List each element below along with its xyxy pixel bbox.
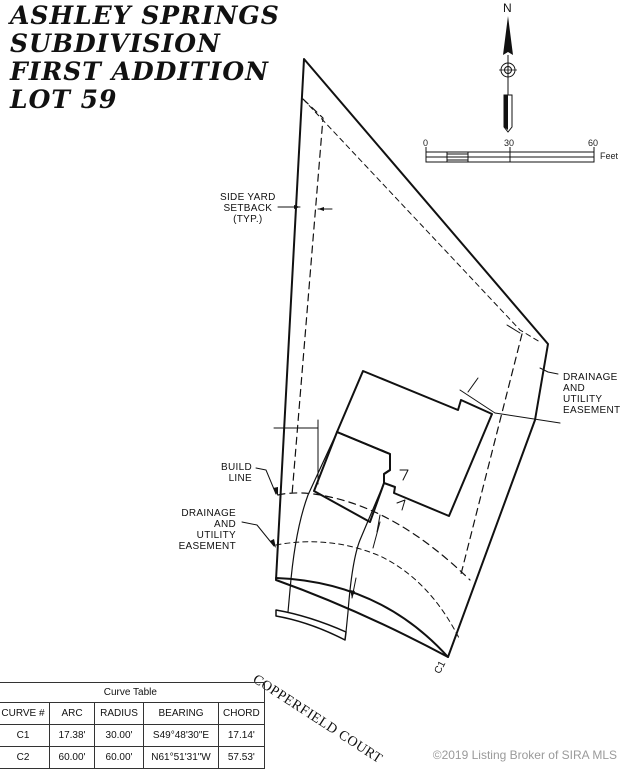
cell: 17.14'	[218, 724, 265, 747]
scale-bar	[425, 147, 595, 163]
curve-table-caption: Curve Table	[0, 682, 265, 703]
label-line: DRAINAGE	[563, 372, 618, 383]
title-line-1: ASHLEY SPRINGS	[10, 1, 280, 30]
house-main	[336, 370, 493, 517]
col-curve: CURVE #	[0, 702, 50, 725]
label-line: LINE	[228, 473, 252, 484]
table-row: C1 17.38' 30.00' S49°48'30"E 17.14'	[0, 724, 265, 747]
title-line-3: FIRST ADDITION	[10, 57, 269, 86]
label-line: EASEMENT	[563, 405, 621, 416]
cell: 60.00'	[49, 746, 95, 769]
driveway-apron	[275, 609, 347, 641]
label-line: BUILD	[221, 462, 252, 473]
scale-tick-0: 0	[423, 138, 429, 148]
curve-table: Curve Table CURVE # ARC RADIUS BEARING C…	[0, 682, 265, 769]
driveway-left	[287, 431, 338, 613]
label-line: AND	[563, 383, 586, 394]
side-yard-setback-label: SIDE YARD SETBACK (TYP.)	[220, 192, 276, 225]
cell: C1	[0, 724, 50, 747]
front-easement-line	[275, 541, 461, 641]
label-line: UTILITY	[563, 394, 603, 405]
cell: 60.00'	[94, 746, 144, 769]
table-row: C2 60.00' 60.00' N61°51'31"W 57.53'	[0, 746, 265, 769]
label-line: SETBACK	[223, 203, 273, 214]
label-line: SIDE YARD	[220, 192, 276, 203]
cell: 30.00'	[94, 724, 144, 747]
scale-tick-30: 30	[504, 138, 515, 148]
cell: N61°51'31"W	[143, 746, 219, 769]
driveway-right	[345, 482, 385, 633]
front-property-arc	[275, 577, 449, 658]
cell: 17.38'	[49, 724, 95, 747]
scale-unit: Feet	[600, 151, 619, 161]
house-garage	[313, 431, 391, 523]
scale-tick-60: 60	[588, 138, 599, 148]
col-arc: ARC	[49, 702, 95, 725]
plat-title: ASHLEY SPRINGS SUBDIVISION FIRST ADDITIO…	[10, 2, 280, 114]
drainage-easement-right-label: DRAINAGE AND UTILITY EASEMENT	[563, 372, 620, 416]
setback-line	[291, 98, 324, 496]
copyright-watermark: ©2019 Listing Broker of SIRA MLS	[432, 748, 617, 762]
label-line: DRAINAGE	[181, 508, 236, 519]
drainage-easement-left-label: DRAINAGE AND UTILITY EASEMENT	[176, 508, 236, 552]
title-line-2: SUBDIVISION	[10, 29, 221, 58]
lot-boundary	[275, 58, 549, 658]
label-line: AND	[213, 519, 236, 530]
cell: C2	[0, 746, 50, 769]
build-line	[277, 492, 471, 581]
rear-easement-line	[302, 98, 541, 343]
label-line: EASEMENT	[178, 541, 236, 552]
cell: S49°48'30"E	[143, 724, 219, 747]
col-bearing: BEARING	[143, 702, 219, 725]
right-setback-line	[459, 333, 523, 579]
label-line: UTILITY	[196, 530, 236, 541]
north-arrow-icon	[499, 16, 517, 133]
curve-table-header: CURVE # ARC RADIUS BEARING CHORD	[0, 702, 265, 725]
col-chord: CHORD	[218, 702, 265, 725]
build-line-label: BUILD LINE	[216, 462, 252, 484]
label-line: (TYP.)	[233, 214, 263, 225]
title-line-4: LOT 59	[10, 85, 118, 114]
col-radius: RADIUS	[94, 702, 144, 725]
cell: 57.53'	[218, 746, 265, 769]
north-label: N	[503, 1, 512, 15]
